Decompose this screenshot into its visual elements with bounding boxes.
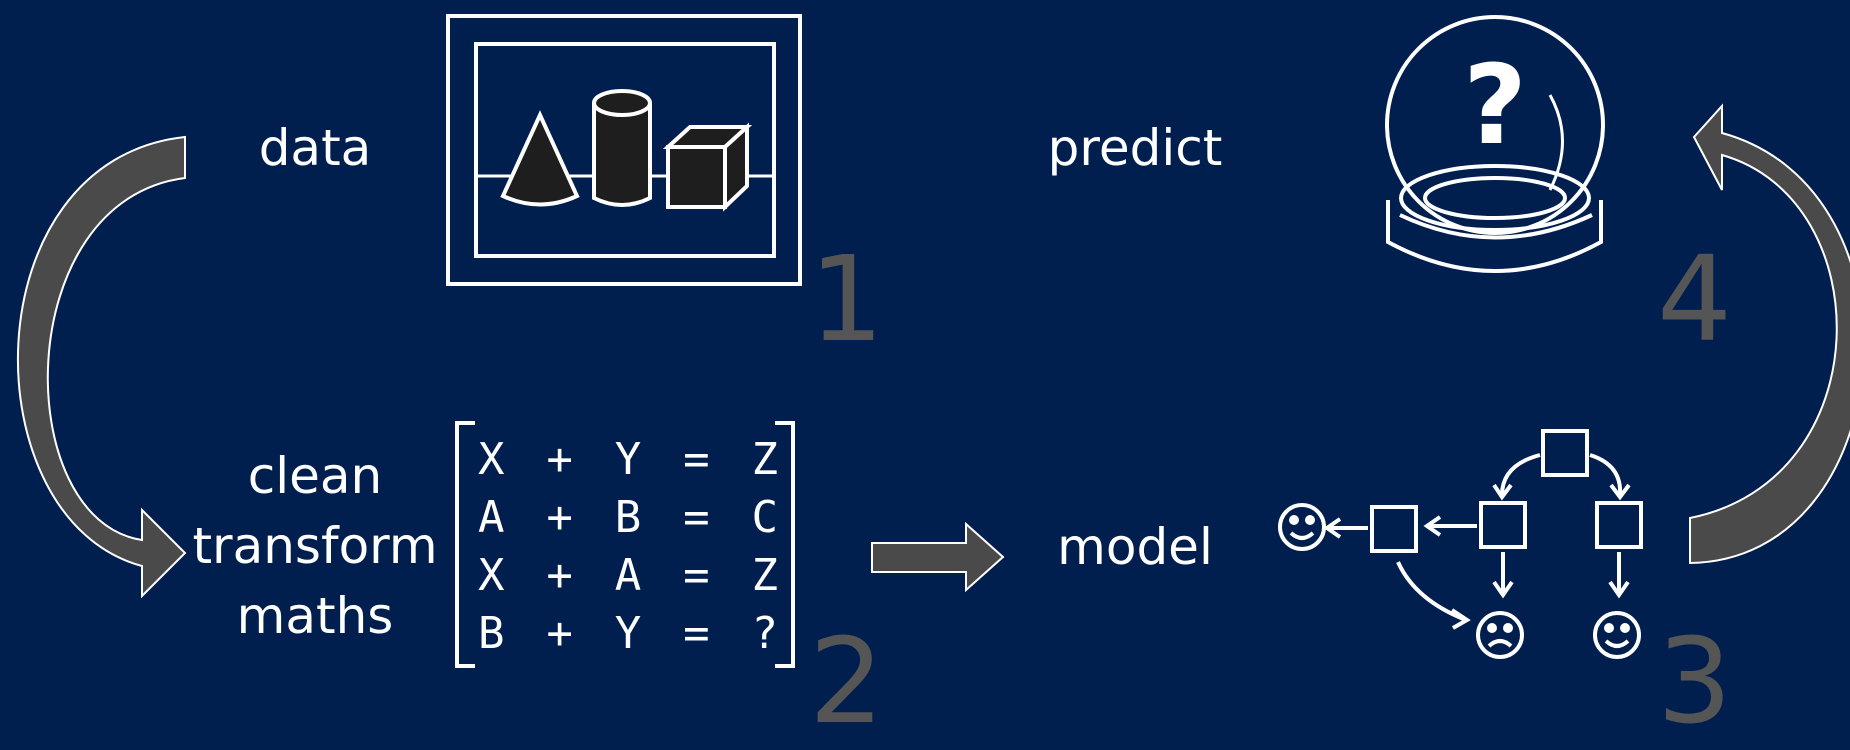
step-1-label: data (258, 119, 372, 177)
crystal-ball-icon (1385, 15, 1605, 273)
step-3-label: model (1057, 518, 1213, 576)
equations-matrix-icon (455, 421, 795, 668)
frame-with-shapes-icon (446, 14, 802, 286)
step-4-label: predict (1047, 119, 1223, 177)
happy-face-icon (1278, 503, 1326, 551)
equations-block: X+Y=Z A+B=C X+A=Z B+Y=? (478, 431, 778, 663)
equation-row: X+Y=Z (478, 434, 778, 485)
straight-arrow-icon (871, 521, 1005, 593)
crystal-ball-question-mark: ? (1463, 41, 1527, 169)
curved-arrow-right-icon (1689, 103, 1850, 565)
curved-arrow-left-icon (16, 135, 187, 599)
equation-row: A+B=C (478, 492, 778, 543)
equation-row: B+Y=? (478, 608, 778, 659)
sad-face-icon (1476, 611, 1524, 659)
diagram-graphics (16, 14, 1850, 668)
decision-tree-icon (1278, 429, 1643, 659)
step-2-number: 2 (809, 612, 885, 750)
equation-row: X+A=Z (478, 550, 778, 601)
happy-face-icon (1593, 611, 1641, 659)
step-2-label: clean transform maths (192, 447, 438, 645)
step-4-number: 4 (1657, 230, 1733, 368)
step-1-number: 1 (809, 230, 885, 368)
ml-workflow-diagram: ? data clean transform maths model predi… (16, 14, 1850, 740)
step-3-number: 3 (1657, 612, 1733, 750)
